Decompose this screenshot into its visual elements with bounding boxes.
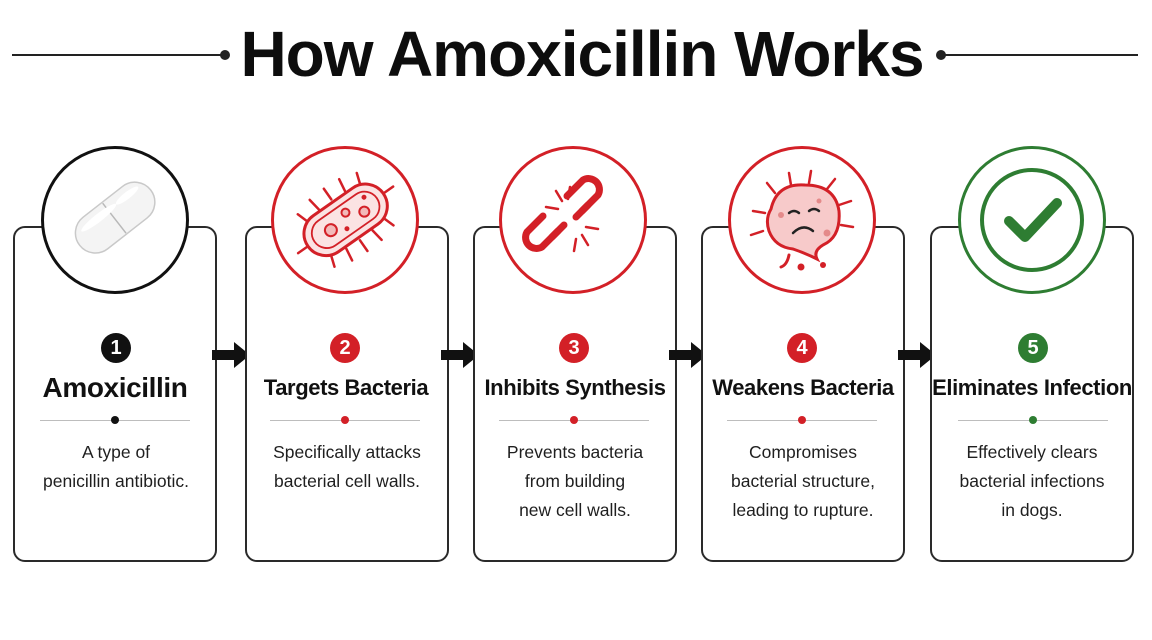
step-description-2: Specifically attacks bacterial cell wall…: [245, 438, 449, 496]
step-description-3-line-1: Prevents bacteria: [506, 442, 644, 462]
step-description-3-line-3: new cell walls.: [519, 500, 631, 520]
step-description-1: A type of penicillin antibiotic.: [14, 438, 218, 496]
title-rule-dot-left: [220, 50, 230, 60]
step-divider-dot-2: [341, 416, 349, 424]
step-description-2-line-1: Specifically attacks: [273, 442, 421, 462]
broken-chain-icon: [522, 175, 603, 253]
step-description-3-line-2: from building: [524, 471, 626, 491]
step-description-5-line-3: in dogs.: [1001, 500, 1063, 520]
arrow-right-icon: [898, 342, 936, 368]
step-description-4-line-1: Compromises: [749, 442, 857, 462]
step-description-5-line-1: Effectively clears: [966, 442, 1098, 462]
arrow-right-icon: [669, 342, 707, 368]
step-number-1: 1: [101, 333, 131, 363]
step-divider-dot-1: [111, 416, 119, 424]
capsule-icon: [74, 181, 156, 254]
title-rule-left: [12, 54, 222, 56]
step-description-1-line-1: A type of: [81, 442, 151, 462]
step-number-3: 3: [559, 333, 589, 363]
step-icon-circle-4: [728, 146, 876, 294]
step-description-4-line-3: leading to rupture.: [732, 500, 874, 520]
step-divider-dot-4: [798, 416, 806, 424]
step-number-5: 5: [1018, 333, 1048, 363]
sad-bacterium-icon: [749, 169, 855, 271]
step-number-4: 4: [787, 333, 817, 363]
checkmark-icon: [980, 168, 1084, 272]
bacterium-icon: [296, 171, 395, 268]
title-rule-dot-right: [936, 50, 946, 60]
arrow-right-icon: [441, 342, 479, 368]
step-number-2: 2: [330, 333, 360, 363]
step-description-5-line-2: bacterial infections: [959, 471, 1105, 491]
step-description-2-line-2: bacterial cell walls.: [274, 471, 420, 491]
step-description-5: Effectively clears bacterial infections …: [930, 438, 1134, 525]
step-description-3: Prevents bacteria from building new cell…: [473, 438, 677, 525]
step-heading-5: Eliminates Infection: [932, 375, 1132, 400]
step-heading-3: Inhibits Synthesis: [484, 375, 666, 400]
title-row: How Amoxicillin Works: [0, 14, 1152, 94]
step-divider-dot-5: [1029, 416, 1037, 424]
title-rule-right: [944, 54, 1138, 56]
step-heading-4: Weakens Bacteria: [712, 375, 894, 400]
step-heading-1: Amoxicillin: [42, 372, 188, 403]
step-icon-circle-3: [499, 146, 647, 294]
step-description-4: Compromises bacterial structure, leading…: [701, 438, 905, 525]
step-icon-circle-2: [271, 146, 419, 294]
step-icon-circle-1: [41, 146, 189, 294]
page-title: How Amoxicillin Works: [240, 18, 924, 90]
step-heading-2: Targets Bacteria: [263, 375, 429, 400]
step-description-1-line-2: penicillin antibiotic.: [43, 471, 189, 491]
step-icon-circle-5: [958, 146, 1106, 294]
arrow-right-icon: [212, 342, 250, 368]
step-divider-dot-3: [570, 416, 578, 424]
step-description-4-line-2: bacterial structure,: [731, 471, 875, 491]
